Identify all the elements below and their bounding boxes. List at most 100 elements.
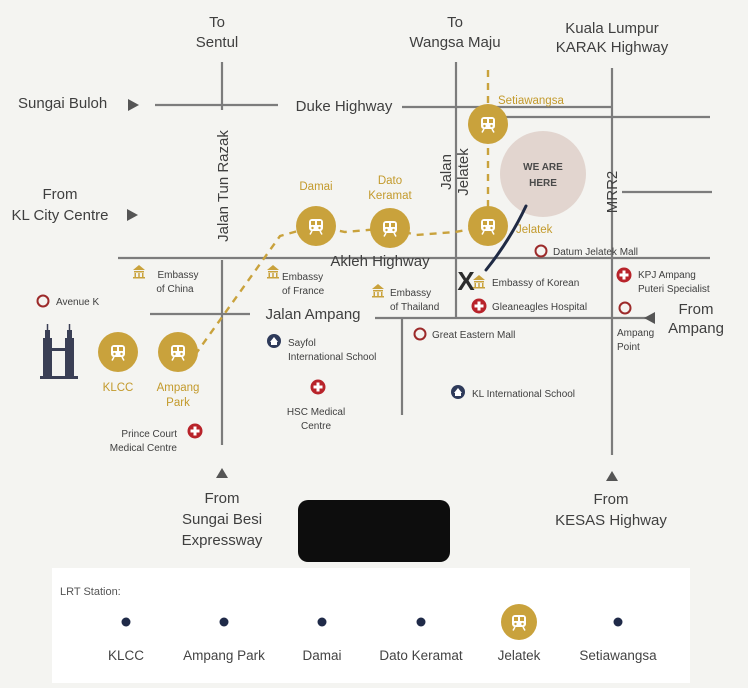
we-are-here-marker xyxy=(500,131,586,217)
from-ampang-line2: Ampang xyxy=(668,320,724,337)
sungai-buloh-arrow-icon xyxy=(128,99,139,111)
legend-station-dato-keramat[interactable]: Dato Keramat xyxy=(379,617,463,664)
kl-karak-line1: Kuala Lumpur xyxy=(565,20,658,37)
jelatek-road-label-line1: Jalan xyxy=(438,154,455,190)
mall-icon xyxy=(618,301,632,315)
legend-station-ampang-park[interactable]: Ampang Park xyxy=(183,617,265,664)
mall-icon xyxy=(413,327,427,341)
mall-icon xyxy=(534,244,548,258)
datum-jelatek-label: Datum Jelatek Mall xyxy=(553,247,638,258)
poi-avenue-k[interactable]: Avenue K xyxy=(36,294,100,309)
poi-kl-international[interactable]: KL International School xyxy=(451,385,575,400)
duke-highway-label: Duke Highway xyxy=(296,98,393,115)
school-icon xyxy=(267,334,281,348)
ampang-point-line1: Ampang xyxy=(617,328,654,339)
poi-great-eastern[interactable]: Great Eastern Mall xyxy=(413,327,516,342)
sayfol-line1: Sayfol xyxy=(288,338,316,349)
redacted-area xyxy=(298,500,450,562)
from-kl-city-line1: From xyxy=(43,186,78,203)
jelatek-road-label-line2: Jelatek xyxy=(455,148,472,196)
legend-station-label: Setiawangsa xyxy=(579,648,657,663)
petronas-towers-icon xyxy=(40,324,78,379)
poi-sayfol[interactable]: Sayfol International School xyxy=(267,334,376,363)
sayfol-line2: International School xyxy=(288,352,376,363)
legend-station-label: Dato Keramat xyxy=(379,648,463,663)
school-icon xyxy=(451,385,465,399)
setiawangsa-label: Setiawangsa xyxy=(498,95,564,107)
legend-station-jelatek[interactable]: Jelatek xyxy=(498,604,541,663)
station-damai[interactable] xyxy=(296,206,336,246)
legend-station-label: Damai xyxy=(302,648,341,663)
hsc-line2: Centre xyxy=(301,421,331,432)
legend-station-damai[interactable]: Damai xyxy=(302,617,342,664)
kpj-line2: Puteri Specialist xyxy=(638,284,710,295)
poi-embassy-france[interactable]: Embassy of France xyxy=(267,265,325,297)
hsc-line1: HSC Medical xyxy=(287,407,345,418)
poi-gleneagles[interactable]: Gleaneagles Hospital xyxy=(471,298,588,314)
station-setiawangsa[interactable] xyxy=(468,104,508,144)
embassy-thailand-line1: Embassy xyxy=(390,288,431,299)
embassy-icon xyxy=(267,265,279,279)
poi-embassy-thailand[interactable]: Embassy of Thailand xyxy=(372,284,439,313)
kpj-line1: KPJ Ampang xyxy=(638,270,696,281)
lrt-line xyxy=(194,70,490,356)
jelatek-label: Jelatek xyxy=(516,224,553,236)
station-klcc[interactable] xyxy=(98,332,138,372)
poi-hsc-medical[interactable]: HSC Medical Centre xyxy=(287,379,345,433)
kl-karak-line2: KARAK Highway xyxy=(556,39,669,56)
poi-datum-jelatek[interactable]: Datum Jelatek Mall xyxy=(534,244,639,259)
embassy-china-line1: Embassy xyxy=(157,270,198,281)
station-dot xyxy=(416,617,426,627)
mall-icon xyxy=(36,294,50,308)
from-kl-city-arrow-icon xyxy=(127,209,138,221)
from-sungai-besi-line1: From xyxy=(205,490,240,507)
hospital-icon xyxy=(616,267,632,283)
embassy-korean-label: Embassy of Korean xyxy=(492,278,579,289)
we-are-here-line1: WE ARE xyxy=(523,162,563,173)
poi-kpj-ampang[interactable]: KPJ Ampang Puteri Specialist xyxy=(616,267,710,296)
avenue-k-label: Avenue K xyxy=(56,297,100,308)
damai-label: Damai xyxy=(299,181,332,193)
hospital-icon xyxy=(310,379,326,395)
ampang-park-label-line2: Park xyxy=(166,397,190,409)
station-dot xyxy=(121,617,131,627)
ampang-park-label-line1: Ampang xyxy=(157,382,200,394)
tun-razak-label: Jalan Tun Razak xyxy=(215,130,232,242)
prince-court-line2: Medical Centre xyxy=(110,443,178,454)
poi-embassy-china[interactable]: Embassy of China xyxy=(133,265,199,295)
from-sungai-besi-line2: Sungai Besi xyxy=(182,511,262,528)
legend-station-setiawangsa[interactable]: Setiawangsa xyxy=(579,617,657,664)
from-kl-city-line2: KL City Centre xyxy=(12,207,109,224)
lrt-line-east-west xyxy=(194,224,489,356)
to-sentul-line2: Sentul xyxy=(196,34,239,51)
embassy-france-line1: Embassy xyxy=(282,272,323,283)
poi-ampang-point[interactable]: Ampang Point xyxy=(617,301,654,354)
from-sungai-besi-line3: Expressway xyxy=(182,532,263,549)
from-ampang-arrow-icon xyxy=(644,312,655,324)
station-dato-keramat[interactable] xyxy=(370,208,410,248)
station-jelatek[interactable] xyxy=(468,206,508,246)
to-wangsa-maju-line2: Wangsa Maju xyxy=(409,34,500,51)
roads xyxy=(118,62,712,455)
akleh-highway-label: Akleh Highway xyxy=(330,253,430,270)
legend-station-klcc[interactable]: KLCC xyxy=(108,617,144,664)
legend-station-label: Jelatek xyxy=(498,648,541,663)
from-kesas-line1: From xyxy=(594,491,629,508)
hospital-icon xyxy=(471,298,487,314)
kl-international-label: KL International School xyxy=(472,389,575,400)
dato-keramat-label-line1: Dato xyxy=(378,175,402,187)
sungai-buloh-label: Sungai Buloh xyxy=(18,95,107,112)
station-ampang-park[interactable] xyxy=(158,332,198,372)
embassy-france-line2: of France xyxy=(282,286,325,297)
from-kesas-line2: KESAS Highway xyxy=(555,512,667,529)
hospital-icon xyxy=(187,423,203,439)
poi-prince-court[interactable]: Prince Court Medical Centre xyxy=(110,423,203,455)
handwritten-x-mark: X xyxy=(457,266,475,296)
legend-station-label: Ampang Park xyxy=(183,648,265,663)
poi-embassy-korean[interactable]: Embassy of Korean xyxy=(473,275,579,289)
we-are-here-line2: HERE xyxy=(529,178,557,189)
klcc-label: KLCC xyxy=(103,382,134,394)
mrr2-label: MRR2 xyxy=(604,171,621,214)
